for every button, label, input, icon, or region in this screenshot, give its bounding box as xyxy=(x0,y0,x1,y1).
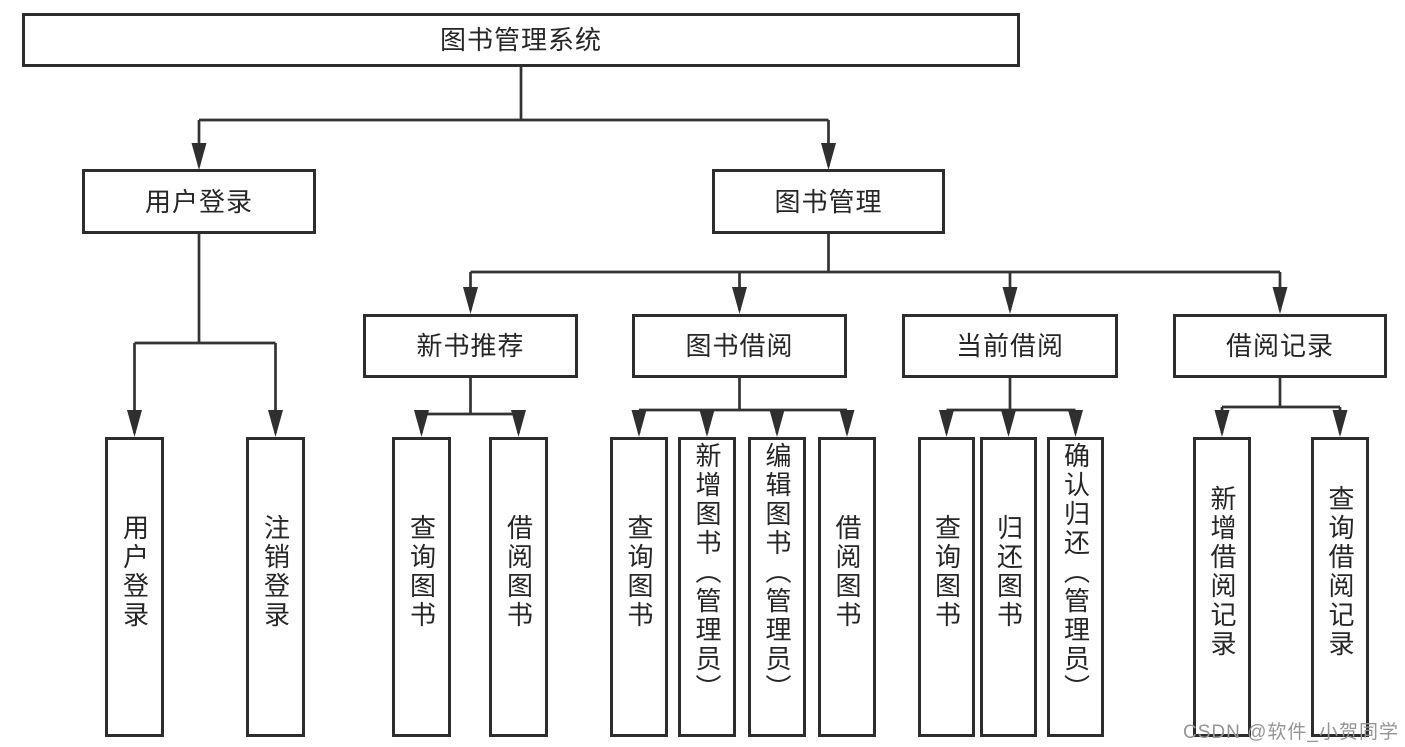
node-borrowing-records: 借阅记录 xyxy=(1173,314,1387,378)
watermark: CSDN @软件_小贺同学 xyxy=(1183,722,1399,743)
arrowhead xyxy=(839,410,855,437)
connector-user-login-split xyxy=(133,234,277,433)
node-label: 归还图书 xyxy=(993,514,1024,630)
connector-new-book-split xyxy=(420,378,520,433)
node-label: 图书管理 xyxy=(774,186,883,217)
node-label: 查询图书 xyxy=(406,514,437,630)
leaf-borrow-books-recommend: 借阅图书 xyxy=(489,437,548,737)
node-new-book-recommend: 新书推荐 xyxy=(363,314,578,378)
node-label: 新增借阅记录 xyxy=(1207,485,1237,659)
connector-borrow-records-split xyxy=(1220,378,1342,433)
node-label: 图书管理系统 xyxy=(439,25,602,55)
node-label: 查询图书 xyxy=(931,514,962,630)
node-user-login: 用户登录 xyxy=(82,169,316,234)
arrowhead xyxy=(1002,287,1018,314)
node-label: 用户登录 xyxy=(144,186,253,217)
leaf-query-books-recommend: 查询图书 xyxy=(392,437,451,737)
node-label: 借阅图书 xyxy=(832,514,862,630)
arrowhead xyxy=(463,287,478,314)
arrowhead xyxy=(191,143,207,170)
node-label: 用户登录 xyxy=(119,514,150,630)
leaf-borrow-books: 借阅图书 xyxy=(818,437,876,737)
node-label: 借阅图书 xyxy=(503,514,534,630)
arrowhead xyxy=(511,410,526,437)
arrowhead xyxy=(268,410,283,437)
leaf-return-books: 归还图书 xyxy=(980,437,1037,737)
leaf-user-login: 用户登录 xyxy=(105,437,164,737)
arrowhead xyxy=(1272,287,1288,314)
node-current-borrowing: 当前借阅 xyxy=(902,314,1118,378)
arrowhead xyxy=(414,410,429,437)
node-label: 查询图书 xyxy=(624,514,654,630)
leaf-edit-book-admin: 编辑图书（管理员） xyxy=(748,437,806,737)
leaf-logout: 注销登录 xyxy=(246,437,305,737)
node-label: 当前借阅 xyxy=(955,331,1064,361)
node-label: 注销登录 xyxy=(260,514,291,630)
arrowhead xyxy=(769,410,785,437)
arrowhead xyxy=(1001,410,1016,437)
node-book-borrowing: 图书借阅 xyxy=(632,314,847,378)
node-label: 编辑图书（管理员） xyxy=(762,441,792,703)
node-root: 图书管理系统 xyxy=(22,13,1020,67)
node-label: 新增图书（管理员） xyxy=(692,441,722,703)
leaf-query-borrow-record: 查询借阅记录 xyxy=(1311,437,1369,737)
node-book-management: 图书管理 xyxy=(712,169,945,234)
connector-root-to-level2 xyxy=(197,67,830,166)
connector-book-borrow-split xyxy=(637,378,849,433)
arrowhead xyxy=(1068,410,1083,437)
leaf-query-books-borrow: 查询图书 xyxy=(610,437,668,737)
arrowhead xyxy=(732,287,747,314)
node-label: 图书借阅 xyxy=(685,331,794,361)
arrowhead xyxy=(1332,410,1348,437)
leaf-confirm-return-admin: 确认归还（管理员） xyxy=(1047,437,1104,737)
node-label: 确认归还（管理员） xyxy=(1060,441,1091,703)
node-label: 查询借阅记录 xyxy=(1325,485,1355,659)
node-label: 新书推荐 xyxy=(416,331,525,361)
arrowhead xyxy=(939,410,954,437)
arrowhead xyxy=(699,410,715,437)
arrowhead xyxy=(1214,410,1230,437)
leaf-query-books-current: 查询图书 xyxy=(918,437,975,737)
arrowhead xyxy=(631,410,647,437)
arrowhead xyxy=(127,410,142,437)
arrowhead xyxy=(821,143,836,170)
leaf-add-borrow-record: 新增借阅记录 xyxy=(1193,437,1251,737)
connector-current-borrow-split xyxy=(945,378,1077,433)
connector-book-mgmt-split xyxy=(469,234,1282,310)
node-label: 借阅记录 xyxy=(1225,331,1334,361)
leaf-add-book-admin: 新增图书（管理员） xyxy=(678,437,736,737)
